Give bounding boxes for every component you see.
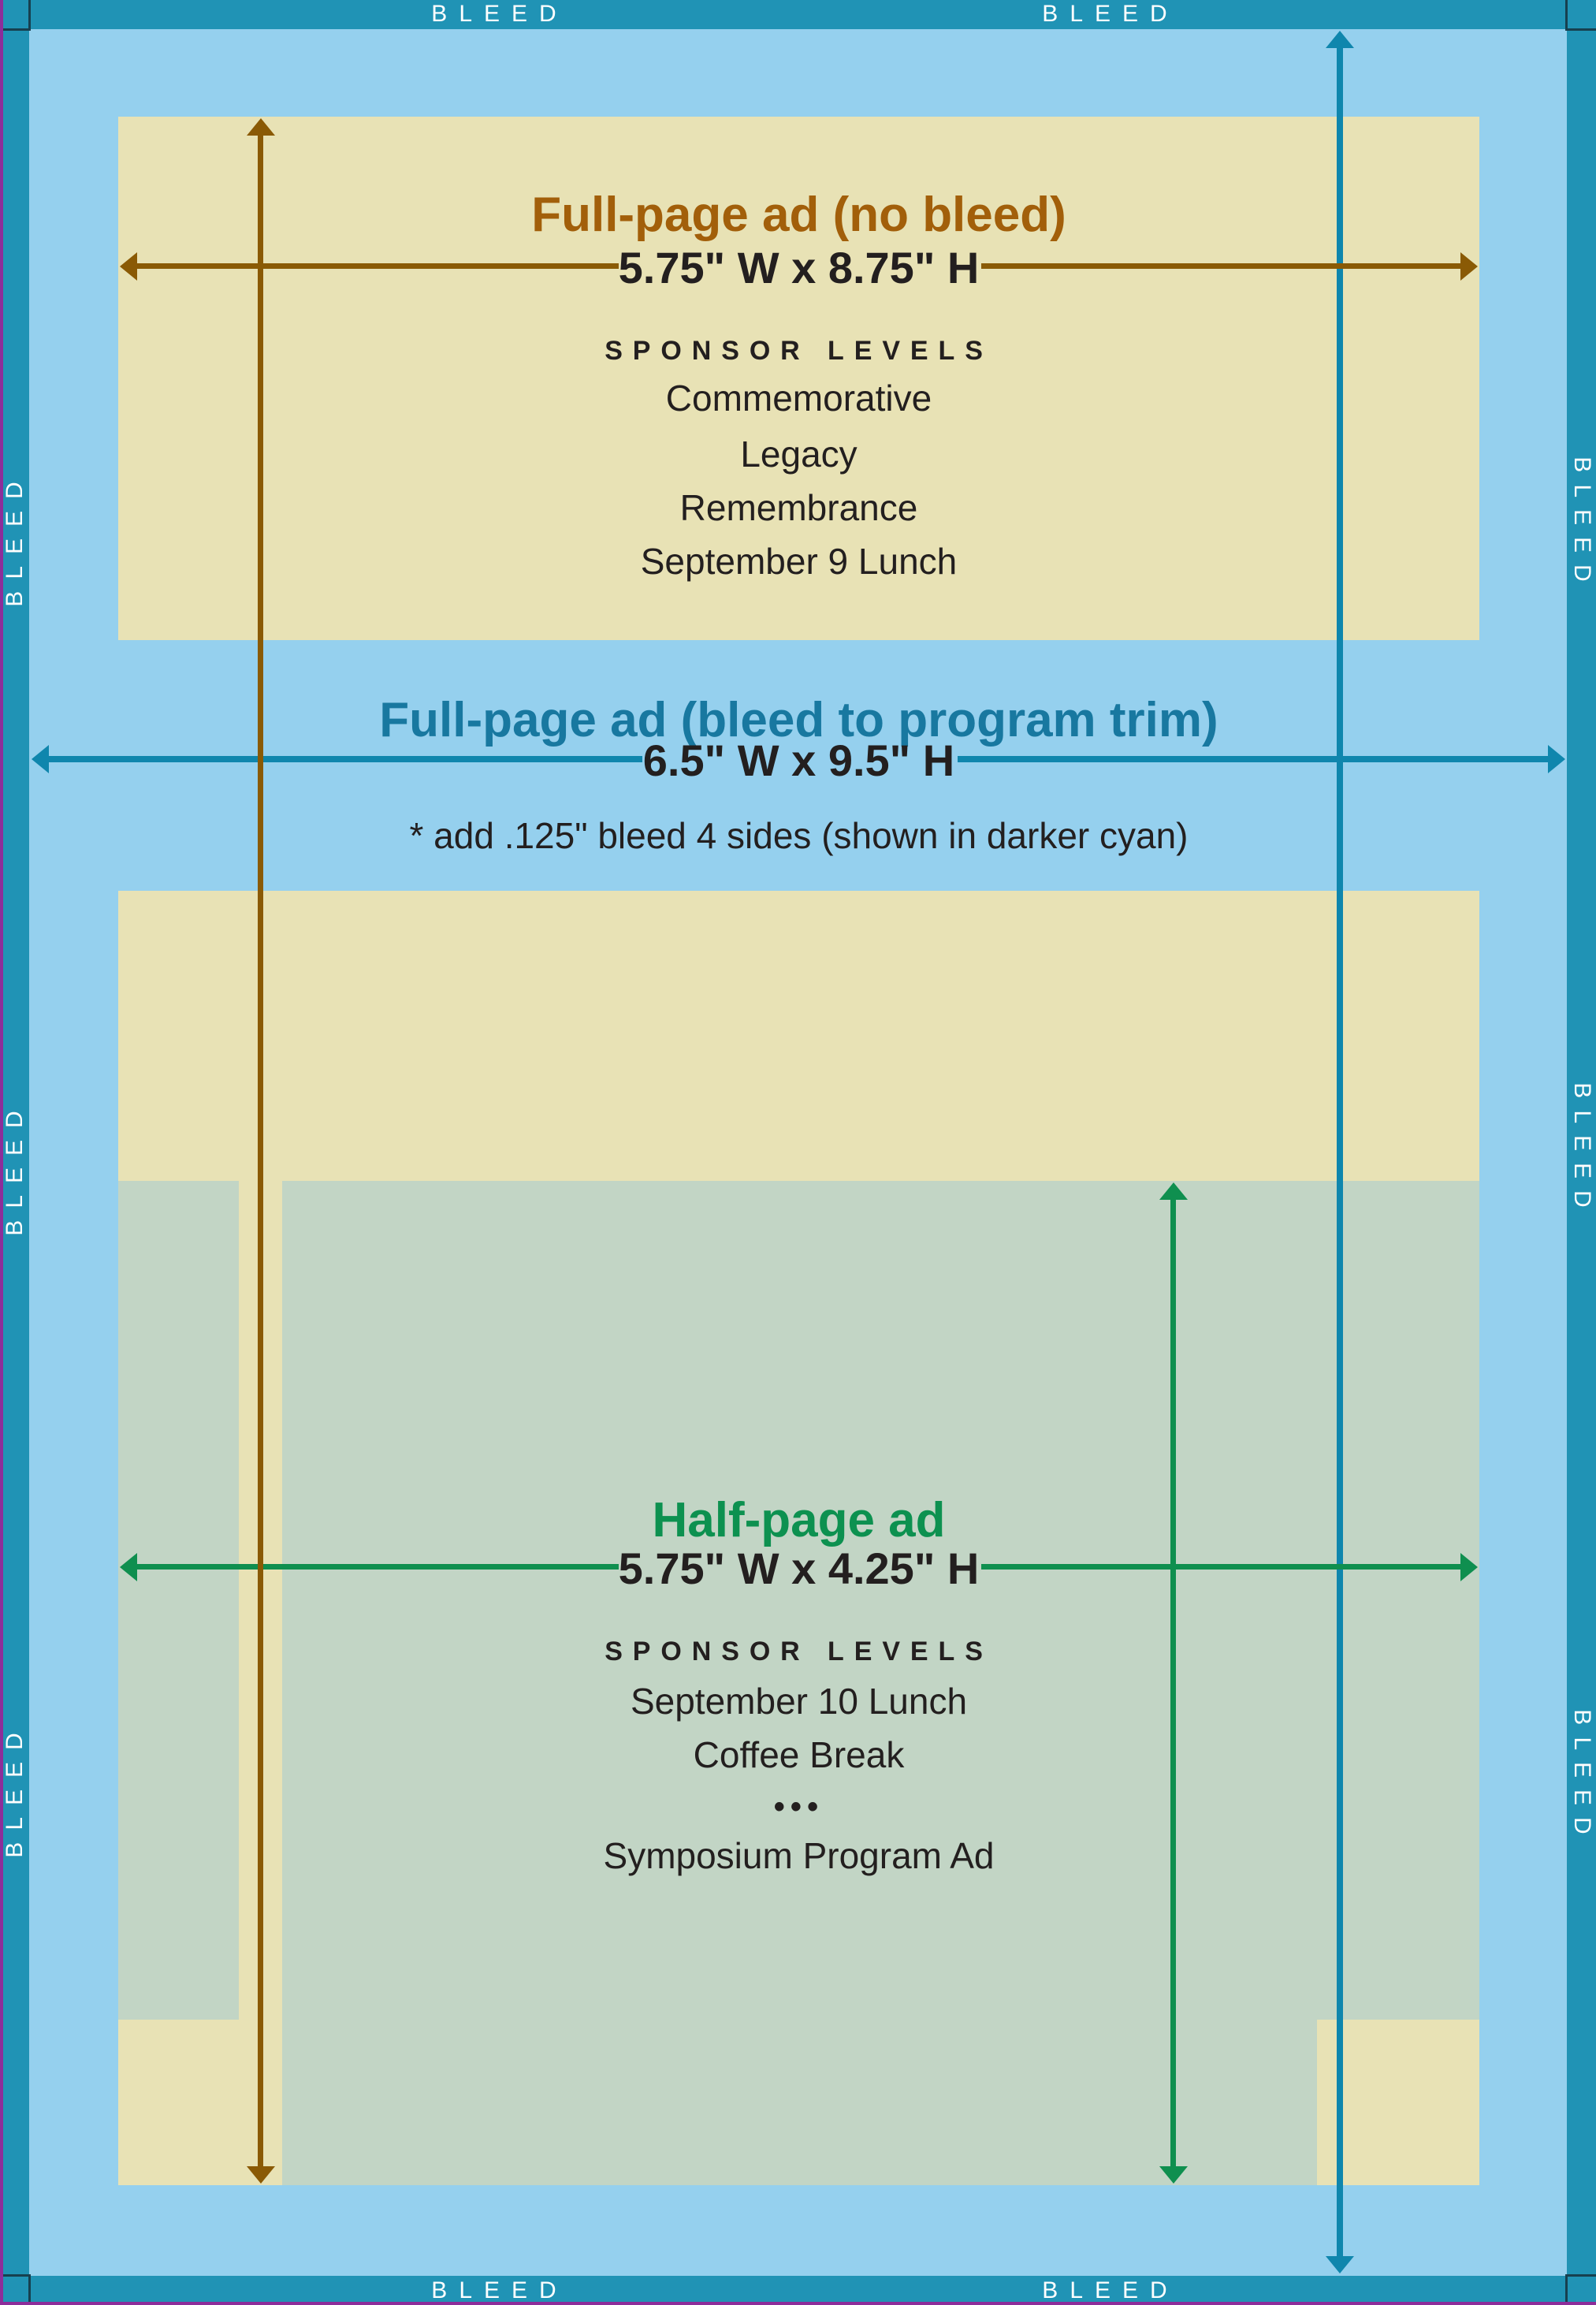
full-page-ad-top-box — [118, 117, 1479, 640]
left-edge-line — [0, 0, 3, 2305]
bleed-label-bottom-right: BLEED — [1042, 2277, 1179, 2303]
trim-width-arrowhead-left-icon — [32, 745, 49, 773]
bleed-band-left — [0, 0, 29, 2305]
half-width-arrow-line-right — [981, 1564, 1464, 1570]
fullpage-width-arrow-line-left — [136, 263, 619, 269]
bottom-edge-line — [0, 2302, 1596, 2305]
half-page-title: Half-page ad — [652, 1493, 946, 1547]
half-height-arrow-line — [1170, 1195, 1176, 2172]
bleed-band-right — [1567, 0, 1596, 2305]
trim-height-arrowhead-up-icon — [1326, 31, 1354, 48]
bleed-label-left-1: BLEED — [2, 470, 28, 607]
trim-width-arrow-line-left — [47, 756, 642, 762]
fullpage-height-arrowhead-up-icon — [247, 118, 275, 136]
trim-corner-top-right — [1565, 0, 1596, 31]
trim-corner-top-left — [0, 0, 31, 31]
bleed-label-left-3: BLEED — [2, 1721, 28, 1858]
half-page-dimensions: 5.75" W x 4.25" H — [618, 1543, 980, 1593]
trim-width-arrow-line-right — [958, 756, 1549, 762]
half-width-arrowhead-left-icon — [120, 1553, 137, 1581]
fullpage-trim-title: Full-page ad (bleed to program trim) — [379, 693, 1218, 747]
trim-corner-bottom-right — [1565, 2274, 1596, 2305]
half-height-arrowhead-down-icon — [1159, 2166, 1188, 2184]
bleed-label-top-left: BLEED — [431, 1, 568, 27]
half-page-sponsor-item: Coffee Break — [693, 1734, 905, 1775]
fullpage-sponsor-item: September 9 Lunch — [640, 541, 958, 582]
fullpage-height-arrow-line — [258, 131, 263, 2171]
fullpage-sponsor-item: Legacy — [740, 434, 858, 475]
half-page-last-item: Symposium Program Ad — [603, 1835, 995, 1876]
half-page-ad-box-left — [118, 1181, 239, 2020]
fullpage-no-bleed-title: Full-page ad (no bleed) — [531, 188, 1066, 242]
fullpage-no-bleed-dimensions: 5.75" W x 8.75" H — [618, 243, 980, 292]
bleed-label-top-right: BLEED — [1042, 1, 1179, 27]
fullpage-sponsor-item: Remembrance — [679, 487, 918, 528]
bleed-label-right-3: BLEED — [1569, 1709, 1595, 1846]
fullpage-sponsor-item: Commemorative — [665, 378, 932, 419]
bleed-label-right-2: BLEED — [1569, 1082, 1595, 1220]
bleed-label-bottom-left: BLEED — [431, 2277, 568, 2303]
half-height-arrowhead-up-icon — [1159, 1182, 1188, 1200]
fullpage-height-arrowhead-down-icon — [247, 2166, 275, 2184]
trim-corner-bottom-left — [0, 2274, 31, 2305]
half-page-ellipsis: ••• — [773, 1789, 824, 1824]
half-width-arrowhead-right-icon — [1460, 1553, 1478, 1581]
fullpage-trim-note: * add .125" bleed 4 sides (shown in dark… — [409, 815, 1189, 856]
trim-height-arrow-line — [1337, 43, 1343, 2262]
bleed-band-top — [0, 0, 1596, 29]
fullpage-trim-dimensions: 6.5" W x 9.5" H — [642, 735, 955, 785]
bleed-label-right-1: BLEED — [1569, 456, 1595, 594]
half-width-arrow-line-left — [136, 1564, 619, 1570]
fullpage-sponsor-heading: SPONSOR LEVELS — [605, 336, 993, 366]
half-page-sponsor-item: September 10 Lunch — [630, 1681, 968, 1722]
half-page-sponsor-heading: SPONSOR LEVELS — [605, 1637, 993, 1666]
fullpage-width-arrow-line-right — [981, 263, 1464, 269]
fullpage-width-arrowhead-left-icon — [120, 252, 137, 281]
fullpage-width-arrowhead-right-icon — [1460, 252, 1478, 281]
bleed-band-bottom — [0, 2276, 1596, 2305]
half-page-ad-box-lower — [282, 2020, 1317, 2185]
half-page-ad-box-main — [282, 1181, 1479, 2020]
bleed-label-left-2: BLEED — [2, 1099, 28, 1236]
trim-width-arrowhead-right-icon — [1548, 745, 1565, 773]
trim-height-arrowhead-down-icon — [1326, 2256, 1354, 2273]
